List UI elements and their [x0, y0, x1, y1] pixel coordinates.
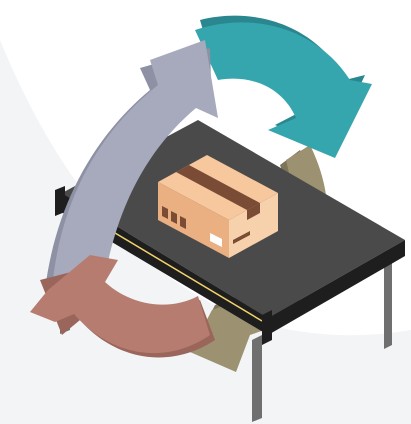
conveyor-end-cap-right — [262, 310, 272, 345]
conveyor-end-cap-left — [55, 186, 65, 216]
conveyor-leg-front-right — [252, 335, 262, 422]
